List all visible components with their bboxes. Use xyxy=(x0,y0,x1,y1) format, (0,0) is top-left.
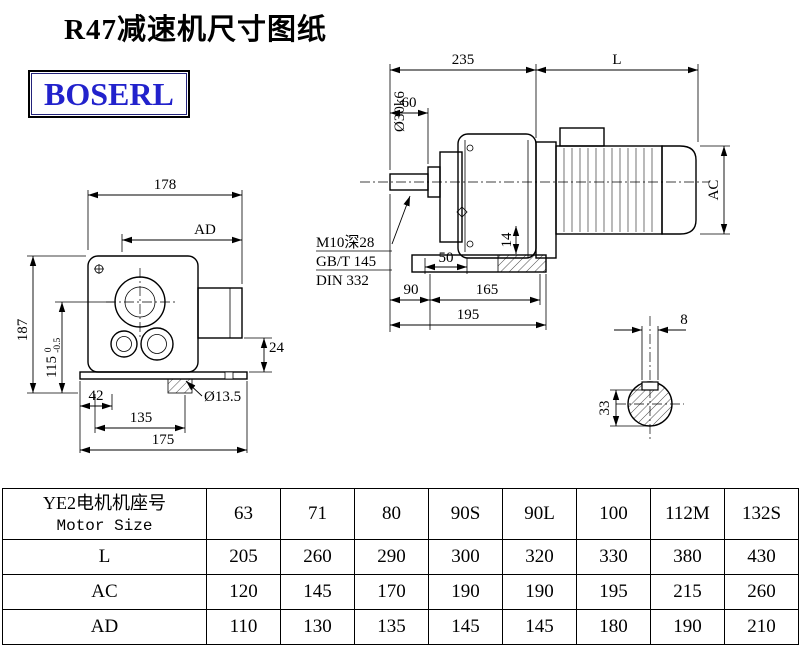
dim-value-cell: 290 xyxy=(354,539,429,575)
size-col-header: 132S xyxy=(724,488,799,540)
dim-value-cell: 380 xyxy=(650,539,725,575)
table-row-AC: AC 120 145 170 190 190 195 215 260 xyxy=(2,574,799,610)
dim-hole-dia-label: Ø13.5 xyxy=(204,389,241,405)
motor-fins xyxy=(563,148,653,232)
std-gbt-label: GB/T 145 xyxy=(316,254,376,270)
dim-AD-label: AD xyxy=(194,222,216,238)
dim-175-label: 175 xyxy=(152,432,175,448)
dim-value-cell: 210 xyxy=(724,609,799,645)
dim-value-cell: 190 xyxy=(650,609,725,645)
dim-value-cell: 180 xyxy=(576,609,651,645)
dim-115-tol-upper: 0 xyxy=(44,347,54,352)
size-col-header: 71 xyxy=(280,488,355,540)
dim-row-label: AD xyxy=(2,609,207,645)
dim-value-cell: 430 xyxy=(724,539,799,575)
dim-value-cell: 110 xyxy=(206,609,281,645)
table-row-L: L 205 260 290 300 320 330 380 430 xyxy=(2,539,799,575)
dim-value-cell: 130 xyxy=(280,609,355,645)
brand-logo-text: BOSERL xyxy=(31,73,187,115)
dim-value-cell: 215 xyxy=(650,574,725,610)
table-row-AD: AD 110 130 135 145 145 180 190 210 xyxy=(2,609,799,645)
dim-135-label: 135 xyxy=(130,410,153,426)
dim-value-cell: 260 xyxy=(724,574,799,610)
dim-90-label: 90 xyxy=(404,282,419,298)
technical-drawing: 178 AD 187 115 0 -0.5 24 42 135 xyxy=(15,52,730,454)
dim-value-cell: 195 xyxy=(576,574,651,610)
brand-logo-box: BOSERL xyxy=(28,70,190,118)
size-col-header: 63 xyxy=(206,488,281,540)
dim-value-cell: 145 xyxy=(428,609,503,645)
page-title: R47减速机尺寸图纸 xyxy=(64,14,327,46)
dim-row-label: L xyxy=(2,539,207,575)
dim-L-label: L xyxy=(612,52,621,68)
dim-195-label: 195 xyxy=(457,307,480,323)
dim-235-label: 235 xyxy=(452,52,475,68)
dim-115-tol-lower: -0.5 xyxy=(53,338,63,353)
dim-8-label: 8 xyxy=(680,312,688,328)
side-view: 235 L 60 Ø30k6 M10深28 GB/T 145 DIN 332 1… xyxy=(316,52,730,332)
dim-value-cell: 145 xyxy=(280,574,355,610)
dim-115-value: 115 xyxy=(44,356,60,378)
dim-value-cell: 190 xyxy=(428,574,503,610)
shaft-section-view: 8 33 xyxy=(597,312,688,442)
dim-115-label: 115 0 -0.5 xyxy=(39,338,63,378)
std-din-label: DIN 332 xyxy=(316,273,369,289)
dim-value-cell: 300 xyxy=(428,539,503,575)
dim-value-cell: 135 xyxy=(354,609,429,645)
dim-AC-label: AC xyxy=(706,180,722,201)
dim-value-cell: 260 xyxy=(280,539,355,575)
motor-size-header-en: Motor Size xyxy=(56,517,153,535)
motor-size-header-cell: YE2电机机座号 Motor Size xyxy=(2,488,207,540)
tap-note-label: M10深28 xyxy=(316,234,374,251)
dim-value-cell: 320 xyxy=(502,539,577,575)
table-header-row: YE2电机机座号 Motor Size 63 71 80 90S 90L 100… xyxy=(2,488,799,540)
motor-size-header-cn: YE2电机机座号 xyxy=(43,493,166,513)
size-col-header: 80 xyxy=(354,488,429,540)
front-view: 178 AD 187 115 0 -0.5 24 42 135 xyxy=(15,177,285,454)
dim-value-cell: 170 xyxy=(354,574,429,610)
dim-42-label: 42 xyxy=(89,388,104,404)
size-col-header: 90L xyxy=(502,488,577,540)
dim-14-label: 14 xyxy=(499,232,515,248)
dim-178-label: 178 xyxy=(154,177,177,193)
dim-50-label: 50 xyxy=(439,250,454,266)
dim-24-label: 24 xyxy=(269,340,285,356)
size-col-header: 90S xyxy=(428,488,503,540)
dim-187-label: 187 xyxy=(15,318,31,341)
dim-60-label: 60 xyxy=(402,95,417,111)
dim-value-cell: 330 xyxy=(576,539,651,575)
dim-shaft-dia-label: Ø30k6 xyxy=(392,91,408,132)
dim-value-cell: 190 xyxy=(502,574,577,610)
dim-value-cell: 205 xyxy=(206,539,281,575)
dim-row-label: AC xyxy=(2,574,207,610)
dim-value-cell: 120 xyxy=(206,574,281,610)
motor-size-table: YE2电机机座号 Motor Size 63 71 80 90S 90L 100… xyxy=(2,488,799,645)
dim-33-label: 33 xyxy=(597,401,613,416)
dim-value-cell: 145 xyxy=(502,609,577,645)
dim-165-label: 165 xyxy=(476,282,499,298)
size-col-header: 112M xyxy=(650,488,725,540)
size-col-header: 100 xyxy=(576,488,651,540)
